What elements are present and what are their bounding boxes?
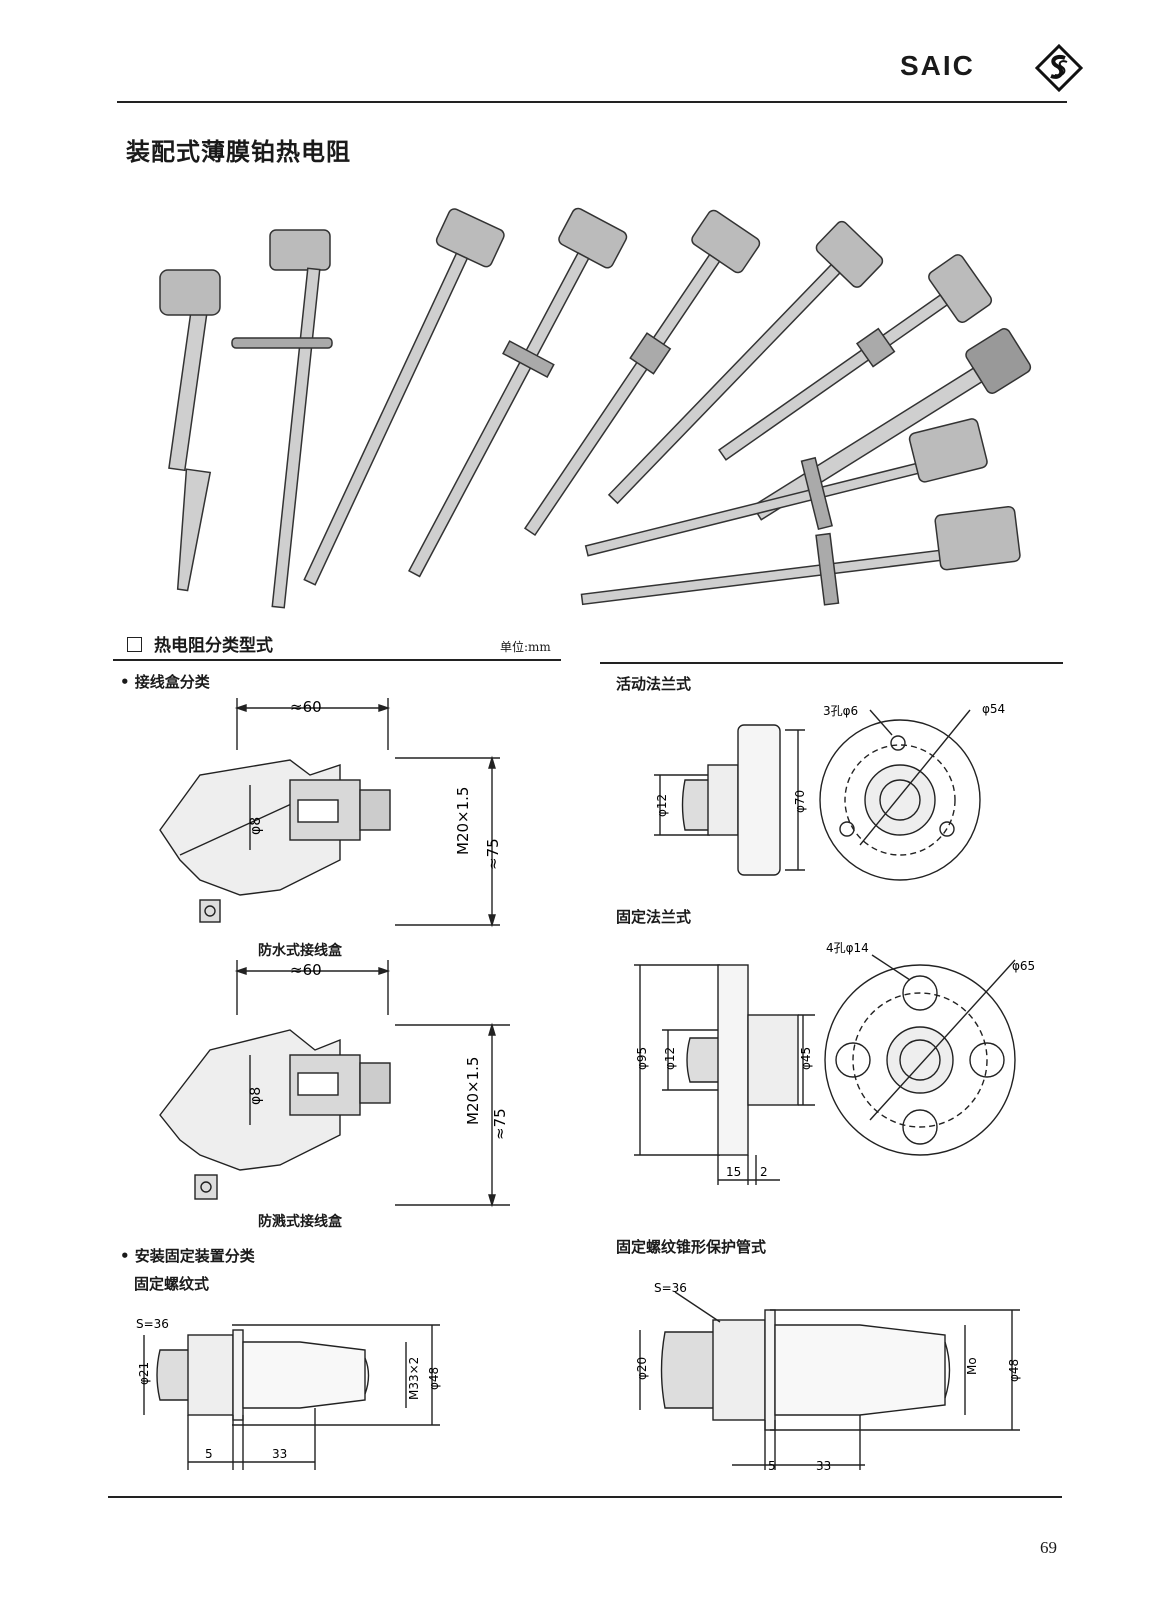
taper-hex-label: S=36: [654, 1281, 687, 1295]
waterproof-width-label: ≈60: [290, 698, 322, 716]
taper-tube-drawing: S=36 φ20 Mo φ48 5 33: [635, 1281, 1021, 1473]
probe-2: [231, 229, 333, 609]
fixed-thread-hex-label: S=36: [136, 1317, 169, 1331]
probe-6: [607, 220, 884, 505]
fixed-thread-thread-label: M33×2: [407, 1357, 421, 1400]
unit-label: 单位:mm: [500, 640, 551, 654]
fixed-hub-diam-label: φ45: [799, 1047, 813, 1070]
splashproof-thread-label: M20×1.5: [464, 1057, 482, 1125]
fixed-thread-len-b-label: 33: [272, 1447, 287, 1461]
taper-pipe-diam-label: φ20: [635, 1357, 649, 1380]
fixed-thread-pipe-diam-label: φ21: [137, 1362, 151, 1385]
probe-7: [718, 254, 993, 461]
fixed-pipe-diam-label: φ12: [663, 1047, 677, 1070]
probe-3: [303, 208, 505, 586]
fixed-thread-len-a-label: 5: [205, 1447, 213, 1461]
waterproof-thread-label: M20×1.5: [454, 787, 472, 855]
header-rule: [117, 101, 1067, 103]
splashproof-width-label: ≈60: [290, 961, 322, 979]
taper-thread-label: Mo: [965, 1357, 979, 1375]
movable-pipe-diam-label: φ12: [655, 794, 669, 817]
waterproof-diam-label: φ8: [248, 817, 264, 835]
movable-pcd-label: φ54: [982, 702, 1005, 716]
movable-holes-label: 3孔φ6: [823, 704, 858, 718]
splashproof-box-drawing: ≈60 φ8 M20×1.5 ≈75: [159, 960, 510, 1208]
fixed-pcd-label: φ65: [1012, 959, 1035, 973]
probe-5: [523, 209, 761, 537]
junction-box-heading: • 接线盒分类: [120, 673, 210, 691]
taper-len-a-label: 5: [768, 1459, 776, 1473]
fixed-thread-out-diam-label: φ48: [427, 1367, 441, 1390]
waterproof-height-label: ≈75: [484, 838, 502, 870]
probe-4: [408, 207, 628, 578]
taper-tube-heading: 固定螺纹锥形保护管式: [616, 1238, 767, 1256]
mounting-heading: • 安装固定装置分类: [120, 1247, 255, 1265]
waterproof-caption: 防水式接线盒: [258, 943, 342, 959]
footer-rule: [108, 1496, 1062, 1498]
section-rule-left: [113, 659, 561, 661]
splashproof-diam-label: φ8: [248, 1087, 264, 1105]
splashproof-caption: 防溅式接线盒: [258, 1214, 342, 1230]
fixed-flange-heading: 固定法兰式: [616, 908, 692, 926]
product-photo: [159, 207, 1032, 609]
fixed-thread-heading: 固定螺纹式: [134, 1275, 210, 1293]
taper-out-diam-label: φ48: [1007, 1359, 1021, 1382]
fixed-holes-label: 4孔φ14: [826, 941, 869, 955]
probe-10: [580, 505, 1021, 606]
fixed-outer-diam-label: φ95: [635, 1047, 649, 1070]
movable-flange-drawing: φ12 φ70 3孔φ6 φ54: [654, 702, 1005, 881]
fixed-gap-label: 2: [760, 1165, 768, 1179]
movable-flange-heading: 活动法兰式: [616, 675, 692, 693]
page-title: 装配式薄膜铂热电阻: [126, 138, 351, 166]
classification-heading: 热电阻分类型式: [127, 631, 273, 656]
splashproof-height-label: ≈75: [491, 1108, 509, 1140]
movable-outer-diam-label: φ70: [793, 790, 807, 813]
waterproof-box-drawing: ≈60 φ8 M20×1.5 ≈75: [159, 698, 502, 928]
empty-square-icon: [127, 637, 142, 652]
probe-9: [584, 418, 988, 557]
taper-len-b-label: 33: [816, 1459, 831, 1473]
fixed-thick-label: 15: [726, 1165, 741, 1179]
fixed-thread-drawing: S=36 φ21 M33×2 φ48 5 33: [136, 1317, 441, 1470]
brand-name: SAIC: [900, 50, 975, 81]
probe-1: [159, 269, 221, 592]
fixed-flange-drawing: φ95 φ12 φ45 4孔φ14 φ65 15 2: [634, 941, 1035, 1185]
page-number: 69: [1040, 1538, 1057, 1557]
saic-logo-icon: [1035, 44, 1083, 92]
section-rule-right: [600, 662, 1063, 664]
